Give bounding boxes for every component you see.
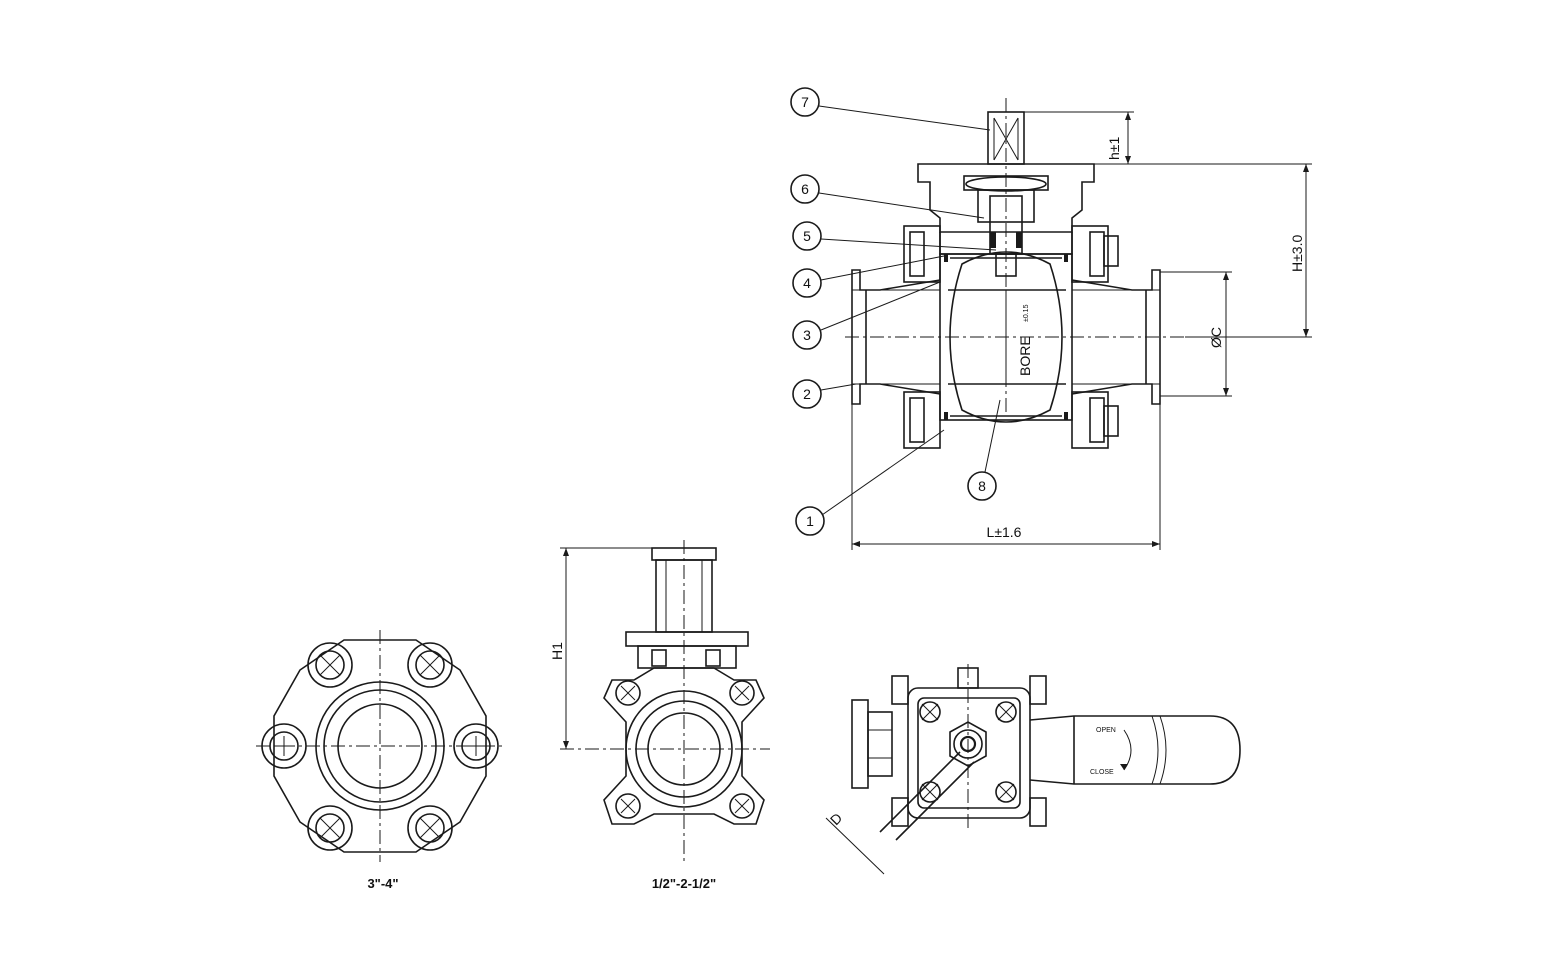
callout-7	[790, 87, 820, 117]
callout-6	[790, 174, 820, 204]
handle-open-label: OPEN	[1096, 727, 1116, 734]
callout-3-label: 3	[803, 327, 811, 343]
bolt-boss-bottom-left	[307, 805, 353, 851]
end-view-half-to-2-half-inch: H1 1/2"-2-1/2"	[549, 540, 770, 891]
dimension-H: H±3.0	[1289, 235, 1305, 272]
callout-1-label: 1	[806, 513, 814, 529]
dimension-D: D	[827, 810, 845, 828]
bolt-bottom-left	[615, 793, 641, 819]
top-view-bolt-bottom-right	[995, 781, 1017, 803]
end-view-3-4-inch: 3"-4"	[256, 630, 504, 891]
section-view: BORE ±0.15 h±1 H±3.0 ØC L±1.6	[790, 87, 1312, 550]
callout-8-label: 8	[978, 478, 986, 494]
callout-5	[792, 221, 822, 251]
bolt-top-right	[729, 680, 755, 706]
top-view-bolt-top-right	[995, 701, 1017, 723]
bolt-boss-top-left	[307, 642, 353, 688]
bolt-boss-right	[453, 723, 499, 769]
callout-1	[795, 506, 825, 536]
callout-2-label: 2	[803, 386, 811, 402]
callout-4	[792, 268, 822, 298]
bore-label: BORE	[1017, 336, 1033, 376]
bolt-boss-left	[261, 723, 307, 769]
bolt-boss-bottom-right	[407, 805, 453, 851]
bore-tolerance-label: ±0.15	[1023, 304, 1030, 322]
dimension-L: L±1.6	[987, 524, 1022, 540]
bolt-bottom-right	[729, 793, 755, 819]
bolt-top-left	[615, 680, 641, 706]
top-view-bolt-top-left	[919, 701, 941, 723]
caption-half-to-2-half-inch: 1/2"-2-1/2"	[652, 876, 716, 891]
callout-8	[967, 471, 997, 501]
callout-3	[792, 320, 822, 350]
callout-2	[792, 379, 822, 409]
dimension-h: h±1	[1106, 137, 1122, 160]
caption-3-4-inch: 3"-4"	[367, 876, 398, 891]
dimension-C: ØC	[1208, 327, 1224, 348]
callout-4-label: 4	[803, 275, 811, 291]
callout-5-label: 5	[803, 228, 811, 244]
callout-6-label: 6	[801, 181, 809, 197]
bolt-boss-top-right	[407, 642, 453, 688]
handle-close-label: CLOSE	[1090, 769, 1114, 776]
callout-7-label: 7	[801, 94, 809, 110]
top-view-with-handle: OPEN CLOSE D	[825, 664, 1241, 875]
dimension-H1: H1	[549, 642, 565, 660]
